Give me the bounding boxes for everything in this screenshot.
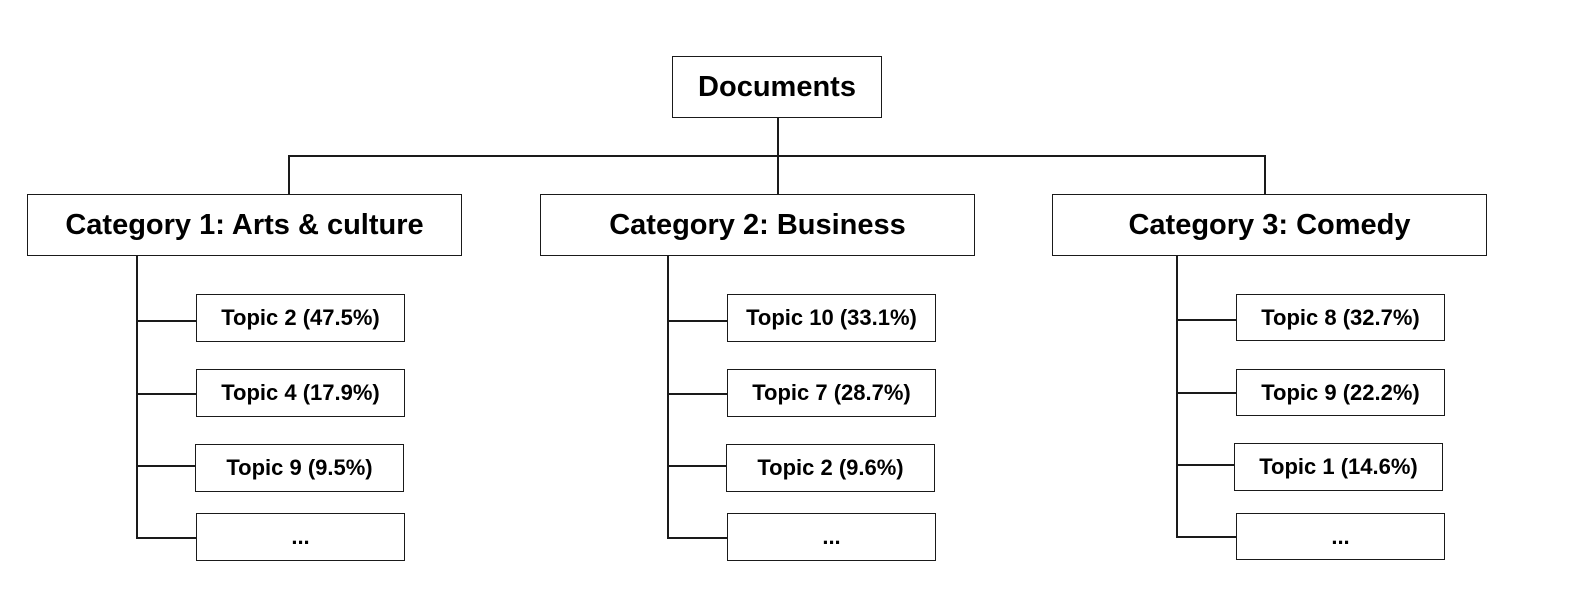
category-1-branch-line xyxy=(136,537,197,539)
category-3-branch-line xyxy=(1176,464,1235,466)
topic-node: Topic 1 (14.6%) xyxy=(1234,443,1443,491)
category-3-node: Category 3: Comedy xyxy=(1052,194,1487,256)
category-3-drop-line xyxy=(1264,155,1266,194)
category-2-branch-line xyxy=(667,537,728,539)
root-stem-line xyxy=(777,118,779,156)
topic-label: Topic 7 (28.7%) xyxy=(752,380,911,405)
topic-label: Topic 9 (22.2%) xyxy=(1261,379,1420,405)
category-1-branch-line xyxy=(136,465,197,467)
topic-node: Topic 9 (9.5%) xyxy=(195,444,404,492)
topic-node: Topic 10 (33.1%) xyxy=(727,294,936,342)
category-3-label: Category 3: Comedy xyxy=(1128,208,1411,241)
category-2-drop-line xyxy=(777,155,779,194)
topic-node: Topic 2 (47.5%) xyxy=(196,294,405,342)
category-1-node: Category 1: Arts & culture xyxy=(27,194,462,256)
category-bus-line xyxy=(288,155,1265,157)
topic-node: ... xyxy=(1236,513,1445,560)
root-node: Documents xyxy=(672,56,882,118)
topic-node: Topic 7 (28.7%) xyxy=(727,369,936,417)
category-1-trunk-line xyxy=(136,256,138,538)
topic-label: ... xyxy=(291,524,310,549)
category-2-branch-line xyxy=(667,320,728,322)
topic-label: Topic 9 (9.5%) xyxy=(226,455,373,480)
topic-label: Topic 2 (47.5%) xyxy=(221,305,380,330)
category-1-label: Category 1: Arts & culture xyxy=(65,208,424,241)
category-1-drop-line xyxy=(288,155,290,194)
category-1-branch-line xyxy=(136,393,197,395)
category-2-label: Category 2: Business xyxy=(609,208,906,241)
category-2-branch-line xyxy=(667,465,728,467)
topic-label: Topic 2 (9.6%) xyxy=(757,455,904,480)
topic-node: ... xyxy=(196,513,405,561)
topic-label: Topic 10 (33.1%) xyxy=(746,305,917,330)
category-3-branch-line xyxy=(1176,392,1237,394)
root-label: Documents xyxy=(698,70,856,103)
category-2-branch-line xyxy=(667,393,728,395)
category-2-trunk-line xyxy=(667,256,669,538)
topic-label: Topic 4 (17.9%) xyxy=(221,380,380,405)
category-3-branch-line xyxy=(1176,536,1237,538)
topic-label: ... xyxy=(1331,523,1350,549)
topic-node: Topic 4 (17.9%) xyxy=(196,369,405,417)
category-1-branch-line xyxy=(136,320,197,322)
category-2-node: Category 2: Business xyxy=(540,194,975,256)
topic-label: Topic 8 (32.7%) xyxy=(1261,304,1420,330)
topic-node: Topic 9 (22.2%) xyxy=(1236,369,1445,416)
category-3-trunk-line xyxy=(1176,256,1178,537)
topic-label: ... xyxy=(822,524,841,549)
topic-node: Topic 2 (9.6%) xyxy=(726,444,935,492)
category-3-branch-line xyxy=(1176,319,1237,321)
topic-label: Topic 1 (14.6%) xyxy=(1259,454,1418,479)
topic-node: Topic 8 (32.7%) xyxy=(1236,294,1445,341)
topic-node: ... xyxy=(727,513,936,561)
